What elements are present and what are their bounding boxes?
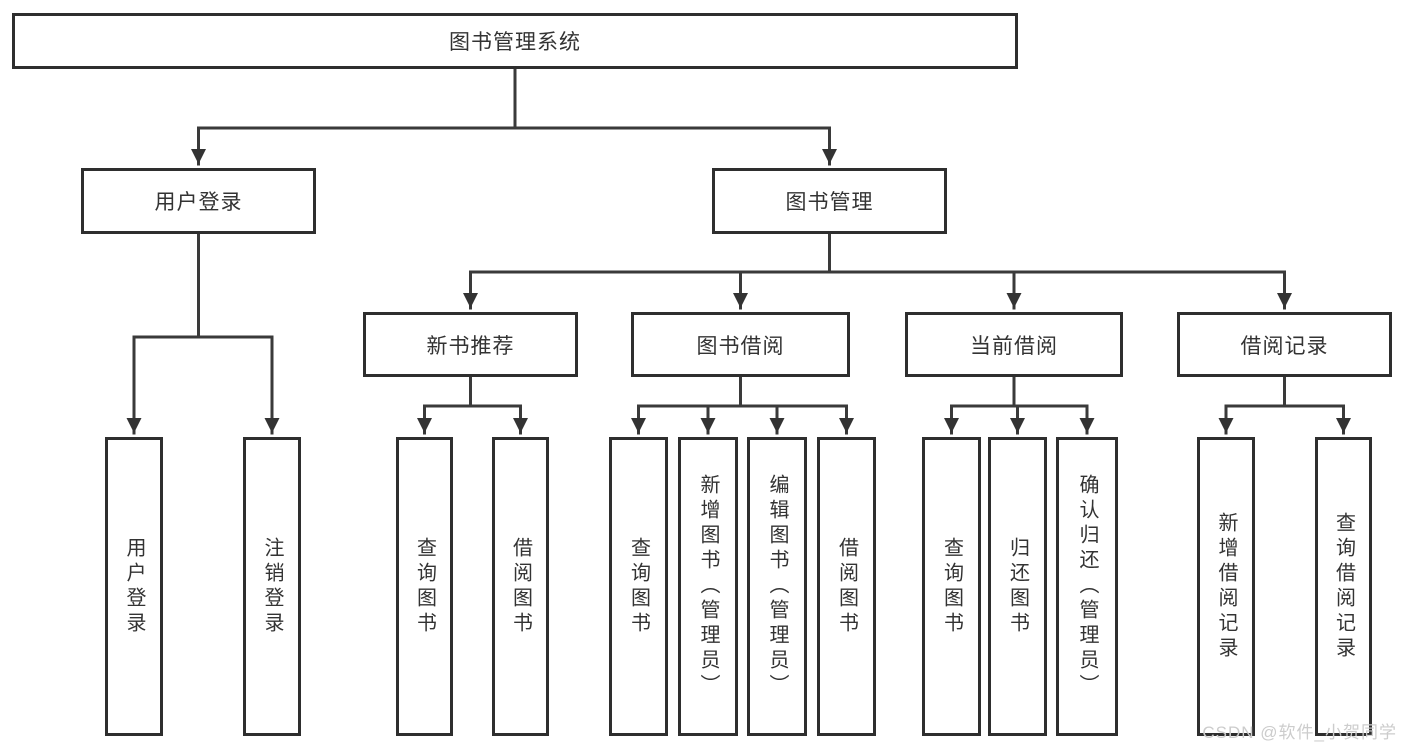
leaf-cb-confirm-return-admin-label: 确认归还（管理员）: [1076, 474, 1098, 699]
leaf-user-login-label: 用户登录: [123, 536, 145, 637]
leaf-cb-return-book: 归还图书: [988, 437, 1047, 736]
node-book-borrowing-label: 图书借阅: [696, 334, 785, 358]
node-current-borrowing: 当前借阅: [905, 312, 1123, 377]
leaf-cb-query-book-label: 查询图书: [940, 536, 963, 637]
leaf-rec-borrow-book: 借阅图书: [492, 437, 549, 736]
leaf-bb-edit-book-admin-label: 编辑图书（管理员）: [766, 474, 788, 699]
csdn-watermark: CSDN @软件_小贺同学: [1202, 723, 1397, 742]
node-user-login-label: 用户登录: [154, 191, 243, 214]
node-borrowing-records-label: 借阅记录: [1240, 334, 1329, 358]
leaf-logout: 注销登录: [243, 437, 301, 736]
node-user-login: 用户登录: [81, 168, 316, 234]
leaf-rec-query-book: 查询图书: [396, 437, 453, 736]
leaf-bb-query-book: 查询图书: [609, 437, 668, 736]
leaf-bb-add-book-admin-label: 新增图书（管理员）: [697, 474, 719, 699]
leaf-cb-query-book: 查询图书: [922, 437, 981, 736]
node-book-management-label: 图书管理: [785, 191, 874, 214]
leaf-bb-borrow-book-label: 借阅图书: [835, 536, 858, 637]
node-root-system-label: 图书管理系统: [449, 31, 581, 54]
node-book-borrowing: 图书借阅: [631, 312, 850, 377]
leaf-br-add-record-label: 新增借阅记录: [1215, 511, 1237, 662]
leaf-bb-add-book-admin: 新增图书（管理员）: [678, 437, 738, 736]
leaf-bb-edit-book-admin: 编辑图书（管理员）: [747, 437, 807, 736]
leaf-bb-query-book-label: 查询图书: [627, 536, 650, 637]
leaf-rec-query-book-label: 查询图书: [413, 536, 436, 637]
leaf-bb-borrow-book: 借阅图书: [817, 437, 876, 736]
node-current-borrowing-label: 当前借阅: [970, 334, 1058, 358]
node-new-book-recommend-label: 新书推荐: [426, 334, 515, 358]
leaf-cb-confirm-return-admin: 确认归还（管理员）: [1056, 437, 1118, 736]
leaf-cb-return-book-label: 归还图书: [1006, 536, 1029, 637]
leaf-logout-label: 注销登录: [261, 536, 283, 637]
node-borrowing-records: 借阅记录: [1177, 312, 1392, 377]
leaf-br-query-record: 查询借阅记录: [1315, 437, 1372, 736]
leaf-br-query-record-label: 查询借阅记录: [1332, 511, 1355, 662]
node-book-management: 图书管理: [712, 168, 947, 234]
leaf-user-login: 用户登录: [105, 437, 163, 736]
node-new-book-recommend: 新书推荐: [363, 312, 578, 377]
leaf-rec-borrow-book-label: 借阅图书: [509, 536, 532, 637]
leaf-br-add-record: 新增借阅记录: [1197, 437, 1255, 736]
node-root-system: 图书管理系统: [12, 13, 1018, 69]
